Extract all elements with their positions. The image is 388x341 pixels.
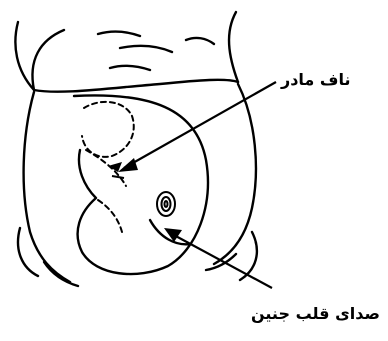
fetal-heart-label: صدای قلب جنین [251, 304, 380, 323]
pointer-arrows [124, 82, 276, 288]
fetal-heart-spot [157, 192, 175, 216]
skin-crease-4 [186, 38, 214, 44]
fetus-dashed-head [82, 102, 134, 157]
left-hip [18, 228, 38, 276]
skin-crease-3 [110, 66, 150, 70]
fetus-dashed-limb-2 [98, 200, 122, 232]
arrow-fhs-head [164, 228, 182, 242]
navel-label: ناف مادر [281, 70, 351, 89]
hip-crease-right [206, 254, 236, 270]
skin-crease-1 [98, 32, 140, 36]
fetus-outline [74, 95, 208, 274]
arrow-navel-head [118, 158, 138, 172]
right-flank-outline [229, 12, 238, 82]
abdomen-left-outline [24, 92, 70, 282]
skin-crease-2 [120, 46, 172, 52]
abdomen-right-outline [214, 84, 256, 264]
arrow-navel-line [124, 82, 276, 168]
breast-left-fold [32, 30, 64, 90]
fetus-dashed-limb-1 [86, 150, 126, 186]
